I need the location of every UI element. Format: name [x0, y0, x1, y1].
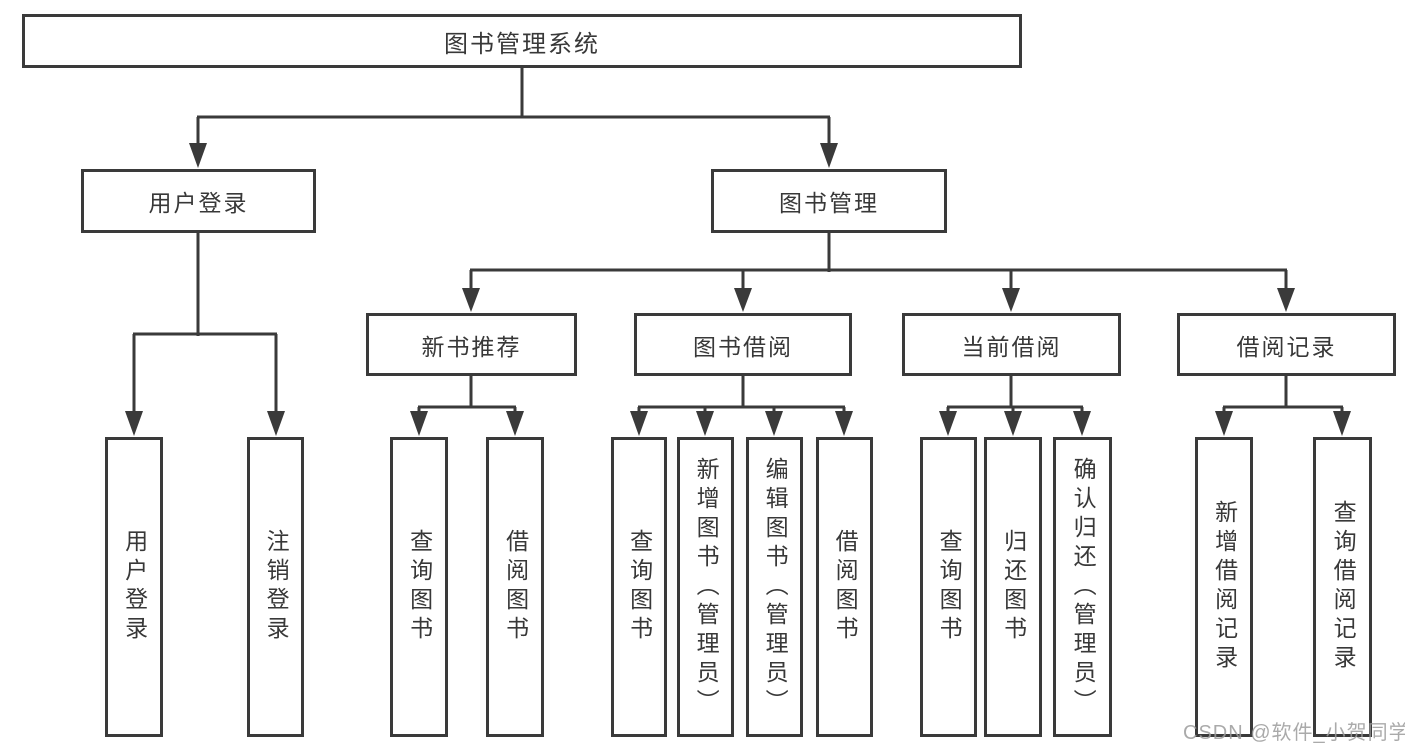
arrowhead-down-icon [189, 143, 207, 168]
leaf-label: 确认归还（管理员） [1070, 456, 1097, 718]
arrowhead-down-icon [820, 143, 838, 168]
watermark: CSDN @软件_小贺同学 [1183, 722, 1405, 744]
leaf-label: 查询图书 [626, 529, 653, 645]
arrowhead-down-icon [125, 411, 143, 436]
arrowhead-down-icon [1215, 411, 1233, 436]
arrowhead-down-icon [939, 411, 957, 436]
node-user-login: 用户登录 [81, 169, 316, 233]
connector-current-borrow-to-children [939, 375, 1091, 436]
leaf-label: 用户登录 [121, 529, 148, 645]
node-label: 图书管理系统 [444, 30, 600, 58]
leaf-label: 借阅图书 [502, 529, 529, 645]
leaf-current-return-book: 归还图书 [984, 437, 1042, 737]
arrowhead-down-icon [410, 411, 428, 436]
node-new-book-recommend: 新书推荐 [366, 313, 577, 376]
arrowhead-down-icon [1004, 411, 1022, 436]
leaf-records-query-record: 查询借阅记录 [1313, 437, 1372, 737]
leaf-current-confirm-return-admin: 确认归还（管理员） [1053, 437, 1112, 737]
arrowhead-down-icon [267, 411, 285, 436]
leaf-label: 新增借阅记录 [1211, 500, 1238, 674]
arrowhead-down-icon [696, 411, 714, 436]
connector-user-login-to-children [125, 232, 285, 436]
leaf-newbook-borrow-book: 借阅图书 [486, 437, 544, 737]
node-root-library-system: 图书管理系统 [22, 14, 1022, 68]
leaf-label: 借阅图书 [832, 529, 859, 645]
node-label: 借阅记录 [1236, 333, 1337, 360]
arrowhead-down-icon [506, 411, 524, 436]
arrowhead-down-icon [734, 288, 752, 312]
node-book-borrowing: 图书借阅 [634, 313, 852, 376]
node-current-borrowing: 当前借阅 [902, 313, 1121, 376]
leaf-label: 归还图书 [1000, 529, 1027, 645]
leaf-newbook-query-book: 查询图书 [390, 437, 448, 737]
arrowhead-down-icon [630, 411, 648, 436]
leaf-label: 注销登录 [263, 529, 290, 645]
connector-borrow-records-to-children [1215, 375, 1351, 436]
node-label: 图书借阅 [693, 333, 793, 360]
leaf-records-add-record: 新增借阅记录 [1195, 437, 1253, 737]
leaf-borrow-query-book: 查询图书 [611, 437, 667, 737]
arrowhead-down-icon [1002, 288, 1020, 312]
node-label: 用户登录 [148, 190, 249, 216]
leaf-logout: 注销登录 [247, 437, 304, 737]
leaf-label: 查询图书 [406, 529, 433, 645]
node-label: 图书管理 [779, 190, 879, 216]
leaf-label: 编辑图书（管理员） [762, 456, 789, 718]
arrowhead-down-icon [1333, 411, 1351, 436]
node-label: 新书推荐 [421, 333, 522, 360]
arrowhead-down-icon [835, 411, 853, 436]
leaf-borrow-borrow-book: 借阅图书 [816, 437, 873, 737]
arrowhead-down-icon [462, 288, 480, 312]
connector-book-borrow-to-children [630, 375, 853, 436]
arrowhead-down-icon [765, 411, 783, 436]
connector-root-to-level1 [189, 66, 838, 168]
node-label: 当前借阅 [961, 333, 1062, 360]
leaf-label: 查询借阅记录 [1330, 500, 1357, 674]
leaf-borrow-edit-book-admin: 编辑图书（管理员） [746, 437, 803, 737]
connector-book-management-to-level2 [462, 232, 1295, 312]
node-borrowing-records: 借阅记录 [1177, 313, 1396, 376]
leaf-label: 新增图书（管理员） [693, 456, 720, 718]
leaf-label: 查询图书 [936, 529, 963, 645]
leaf-borrow-add-book-admin: 新增图书（管理员） [677, 437, 734, 737]
connector-new-book-to-children [410, 375, 524, 436]
leaf-current-query-book: 查询图书 [920, 437, 977, 737]
node-book-management: 图书管理 [711, 169, 947, 233]
leaf-user-login: 用户登录 [105, 437, 163, 737]
arrowhead-down-icon [1277, 288, 1295, 312]
arrowhead-down-icon [1073, 411, 1091, 436]
